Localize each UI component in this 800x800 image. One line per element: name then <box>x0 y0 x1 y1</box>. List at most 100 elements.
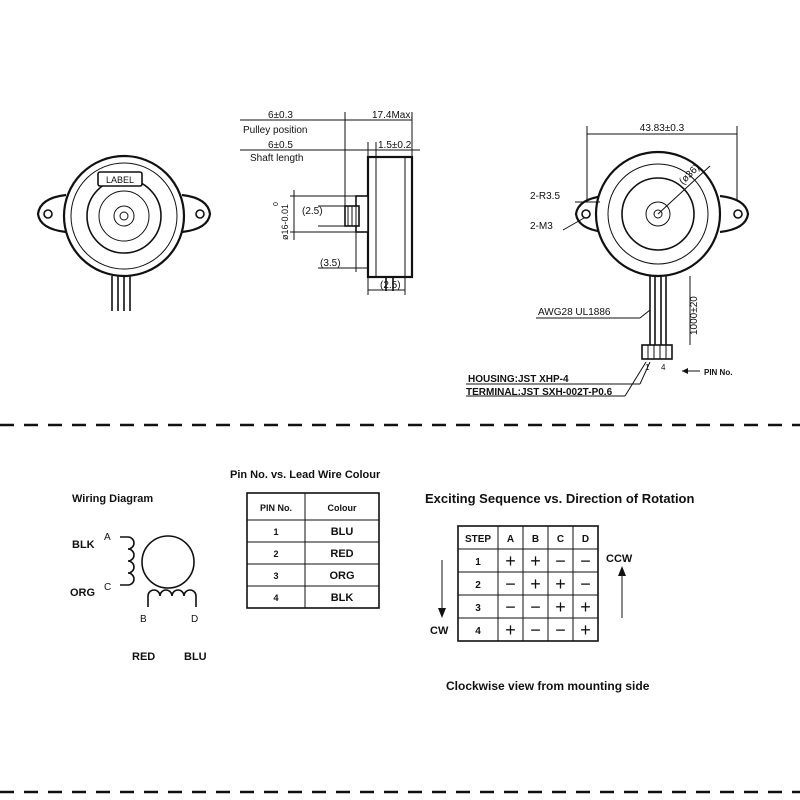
front-view: LABEL <box>36 154 212 311</box>
wire-note: AWG28 UL1886 <box>538 307 611 318</box>
wiring-diagram: Wiring Diagram A C B D BLK ORG RED BLU <box>70 493 207 663</box>
back-left-ear <box>574 194 605 234</box>
sequence-cell: − <box>505 574 516 594</box>
wire-org-label: ORG <box>70 587 95 599</box>
boss-length-dim: (3.5) <box>320 258 341 269</box>
sequence-title: Exciting Sequence vs. Direction of Rotat… <box>425 491 694 506</box>
coil-ac <box>120 536 135 586</box>
pin-caption: PIN No. <box>704 368 732 377</box>
wire-red-label: RED <box>132 651 155 663</box>
back-boss-ring <box>621 177 695 251</box>
coil-bd <box>147 589 197 607</box>
back-shaft-center <box>653 209 663 219</box>
back-shaft <box>645 201 671 227</box>
pin-table-cell: BLU <box>331 526 354 538</box>
lead-length-dim: 1000±20 <box>689 296 700 335</box>
wire-blu-label: BLU <box>184 651 207 663</box>
pin-table-header: Colour <box>328 503 357 513</box>
sequence-cell: − <box>555 551 566 571</box>
motor-body-inner-ring <box>70 162 178 270</box>
left-mount-hole <box>43 209 53 219</box>
back-left-hole <box>581 209 591 219</box>
cw-arrow-icon <box>438 608 446 618</box>
sequence-header: D <box>582 534 589 545</box>
rotor-circle <box>141 535 195 589</box>
hole-note: 2-M3 <box>530 221 553 232</box>
pin-4-label: 4 <box>661 363 666 372</box>
pin-table-cell: 1 <box>273 527 278 537</box>
label-tag-text: LABEL <box>106 175 134 185</box>
sequence-header: STEP <box>465 534 491 545</box>
pin-1-label: 1 <box>645 363 650 372</box>
terminal-note: TERMINAL:JST SXH-002T-P0.6 <box>466 387 613 398</box>
shaft-dim: 6±0.5 <box>268 140 293 151</box>
wire-blk-label: BLK <box>72 539 95 551</box>
pulley-dim: 6±0.3 <box>268 110 293 121</box>
shaft-center <box>119 211 129 221</box>
right-flange-ear <box>181 193 212 234</box>
pin-c-label: C <box>104 582 111 593</box>
pulley-caption: Pulley position <box>243 125 307 136</box>
exciting-sequence-table: Exciting Sequence vs. Direction of Rotat… <box>425 491 694 693</box>
sequence-header: C <box>557 534 564 545</box>
flange-thickness-dim: 1.5±0.2 <box>378 140 412 151</box>
wiring-title: Wiring Diagram <box>72 493 153 505</box>
sequence-header: B <box>532 534 539 545</box>
right-mount-hole <box>195 209 205 219</box>
sequence-cell: − <box>580 551 591 571</box>
back-right-ear <box>719 194 750 234</box>
side-view: 6±0.3 Pulley position 17.4Max. 6±0.5 Sha… <box>240 110 420 295</box>
pin-table-cell: BLK <box>331 592 354 604</box>
ccw-label: CCW <box>606 553 633 565</box>
sequence-cell: + <box>505 620 516 640</box>
sequence-cell: + <box>530 551 541 571</box>
width-dim: 43.83±0.3 <box>640 123 685 134</box>
shaft-outline <box>113 205 135 227</box>
boss-diameter-dim: ø16-0.01 <box>280 204 290 240</box>
pin-table-cell: 4 <box>273 593 278 603</box>
sequence-header: A <box>507 534 514 545</box>
pin-colour-table: Pin No. vs. Lead Wire Colour PIN No. Colo… <box>230 469 381 609</box>
rear-flange-dim: (2.5) <box>380 280 401 291</box>
left-flange-ear <box>36 193 67 234</box>
sequence-cell: − <box>505 597 516 617</box>
pin-arrow-icon <box>682 368 688 374</box>
ccw-arrow-icon <box>618 566 626 576</box>
cw-label: CW <box>430 625 449 637</box>
sequence-cell: + <box>580 620 591 640</box>
boss-inner-ring <box>98 190 150 242</box>
sequence-cell: + <box>530 574 541 594</box>
sequence-cell: + <box>505 551 516 571</box>
sequence-cell: − <box>555 620 566 640</box>
pin-table-cell: ORG <box>329 570 354 582</box>
sequence-cell: − <box>580 574 591 594</box>
sequence-table-frame <box>457 525 599 642</box>
housing-note: HOUSING:JST XHP-4 <box>468 374 569 385</box>
pin-table-cell: RED <box>330 548 353 560</box>
connector-housing <box>641 344 673 360</box>
shaft-caption: Shaft length <box>250 153 303 164</box>
pin-a-label: A <box>104 532 111 543</box>
radius-note: 2-R3.5 <box>530 191 560 202</box>
sequence-cell: − <box>530 620 541 640</box>
sequence-cell: 1 <box>475 557 481 568</box>
sequence-cell: 3 <box>475 603 481 614</box>
pin-b-label: B <box>140 614 147 625</box>
sequence-cell: + <box>555 597 566 617</box>
pin-table-cell: 3 <box>273 571 278 581</box>
sequence-cell: − <box>530 597 541 617</box>
boss-diameter-tolerance: 0 <box>273 202 280 206</box>
back-right-hole <box>733 209 743 219</box>
sequence-cell: 4 <box>475 626 481 637</box>
shaft-diameter-dim: (2.5) <box>302 206 323 217</box>
back-view: 43.83±0.3 (ø36) 2-R3.5 2-M3 AWG28 UL1886… <box>466 123 750 398</box>
pin-table-frame <box>246 492 380 609</box>
sequence-cell: 2 <box>475 580 481 591</box>
pin-table-title: Pin No. vs. Lead Wire Colour <box>230 469 381 481</box>
back-body-ring <box>607 163 709 265</box>
label-tag <box>97 171 143 187</box>
pin-table-cell: 2 <box>273 549 278 559</box>
pin-d-label: D <box>191 614 198 625</box>
pin-table-header: PIN No. <box>260 503 292 513</box>
